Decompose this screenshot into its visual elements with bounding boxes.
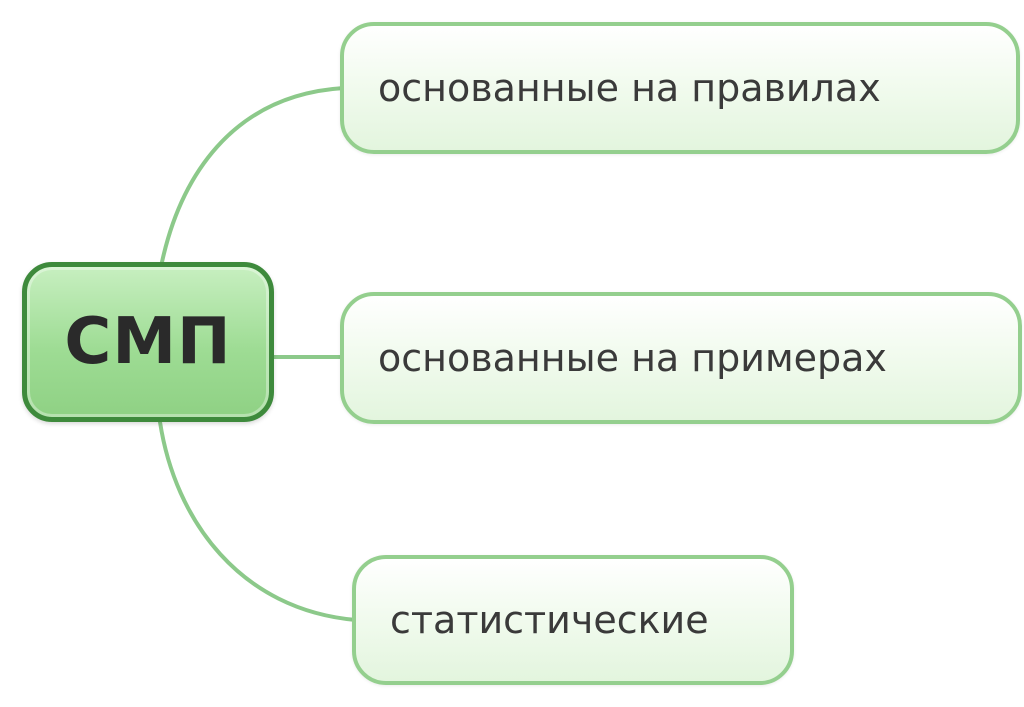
child-node-rule-based[interactable]: основанные на правилах [340,22,1020,154]
root-node-smp[interactable]: СМП [22,262,274,422]
child-node-label: основанные на правилах [378,66,881,110]
child-node-label: статистические [390,598,709,642]
connector-statistical [158,420,358,622]
connector-rules [160,86,346,264]
child-node-statistical[interactable]: статистические [352,555,794,685]
root-node-label: СМП [64,305,232,379]
child-node-example-based[interactable]: основанные на примерах [340,292,1022,424]
child-node-label: основанные на примерах [378,336,887,380]
